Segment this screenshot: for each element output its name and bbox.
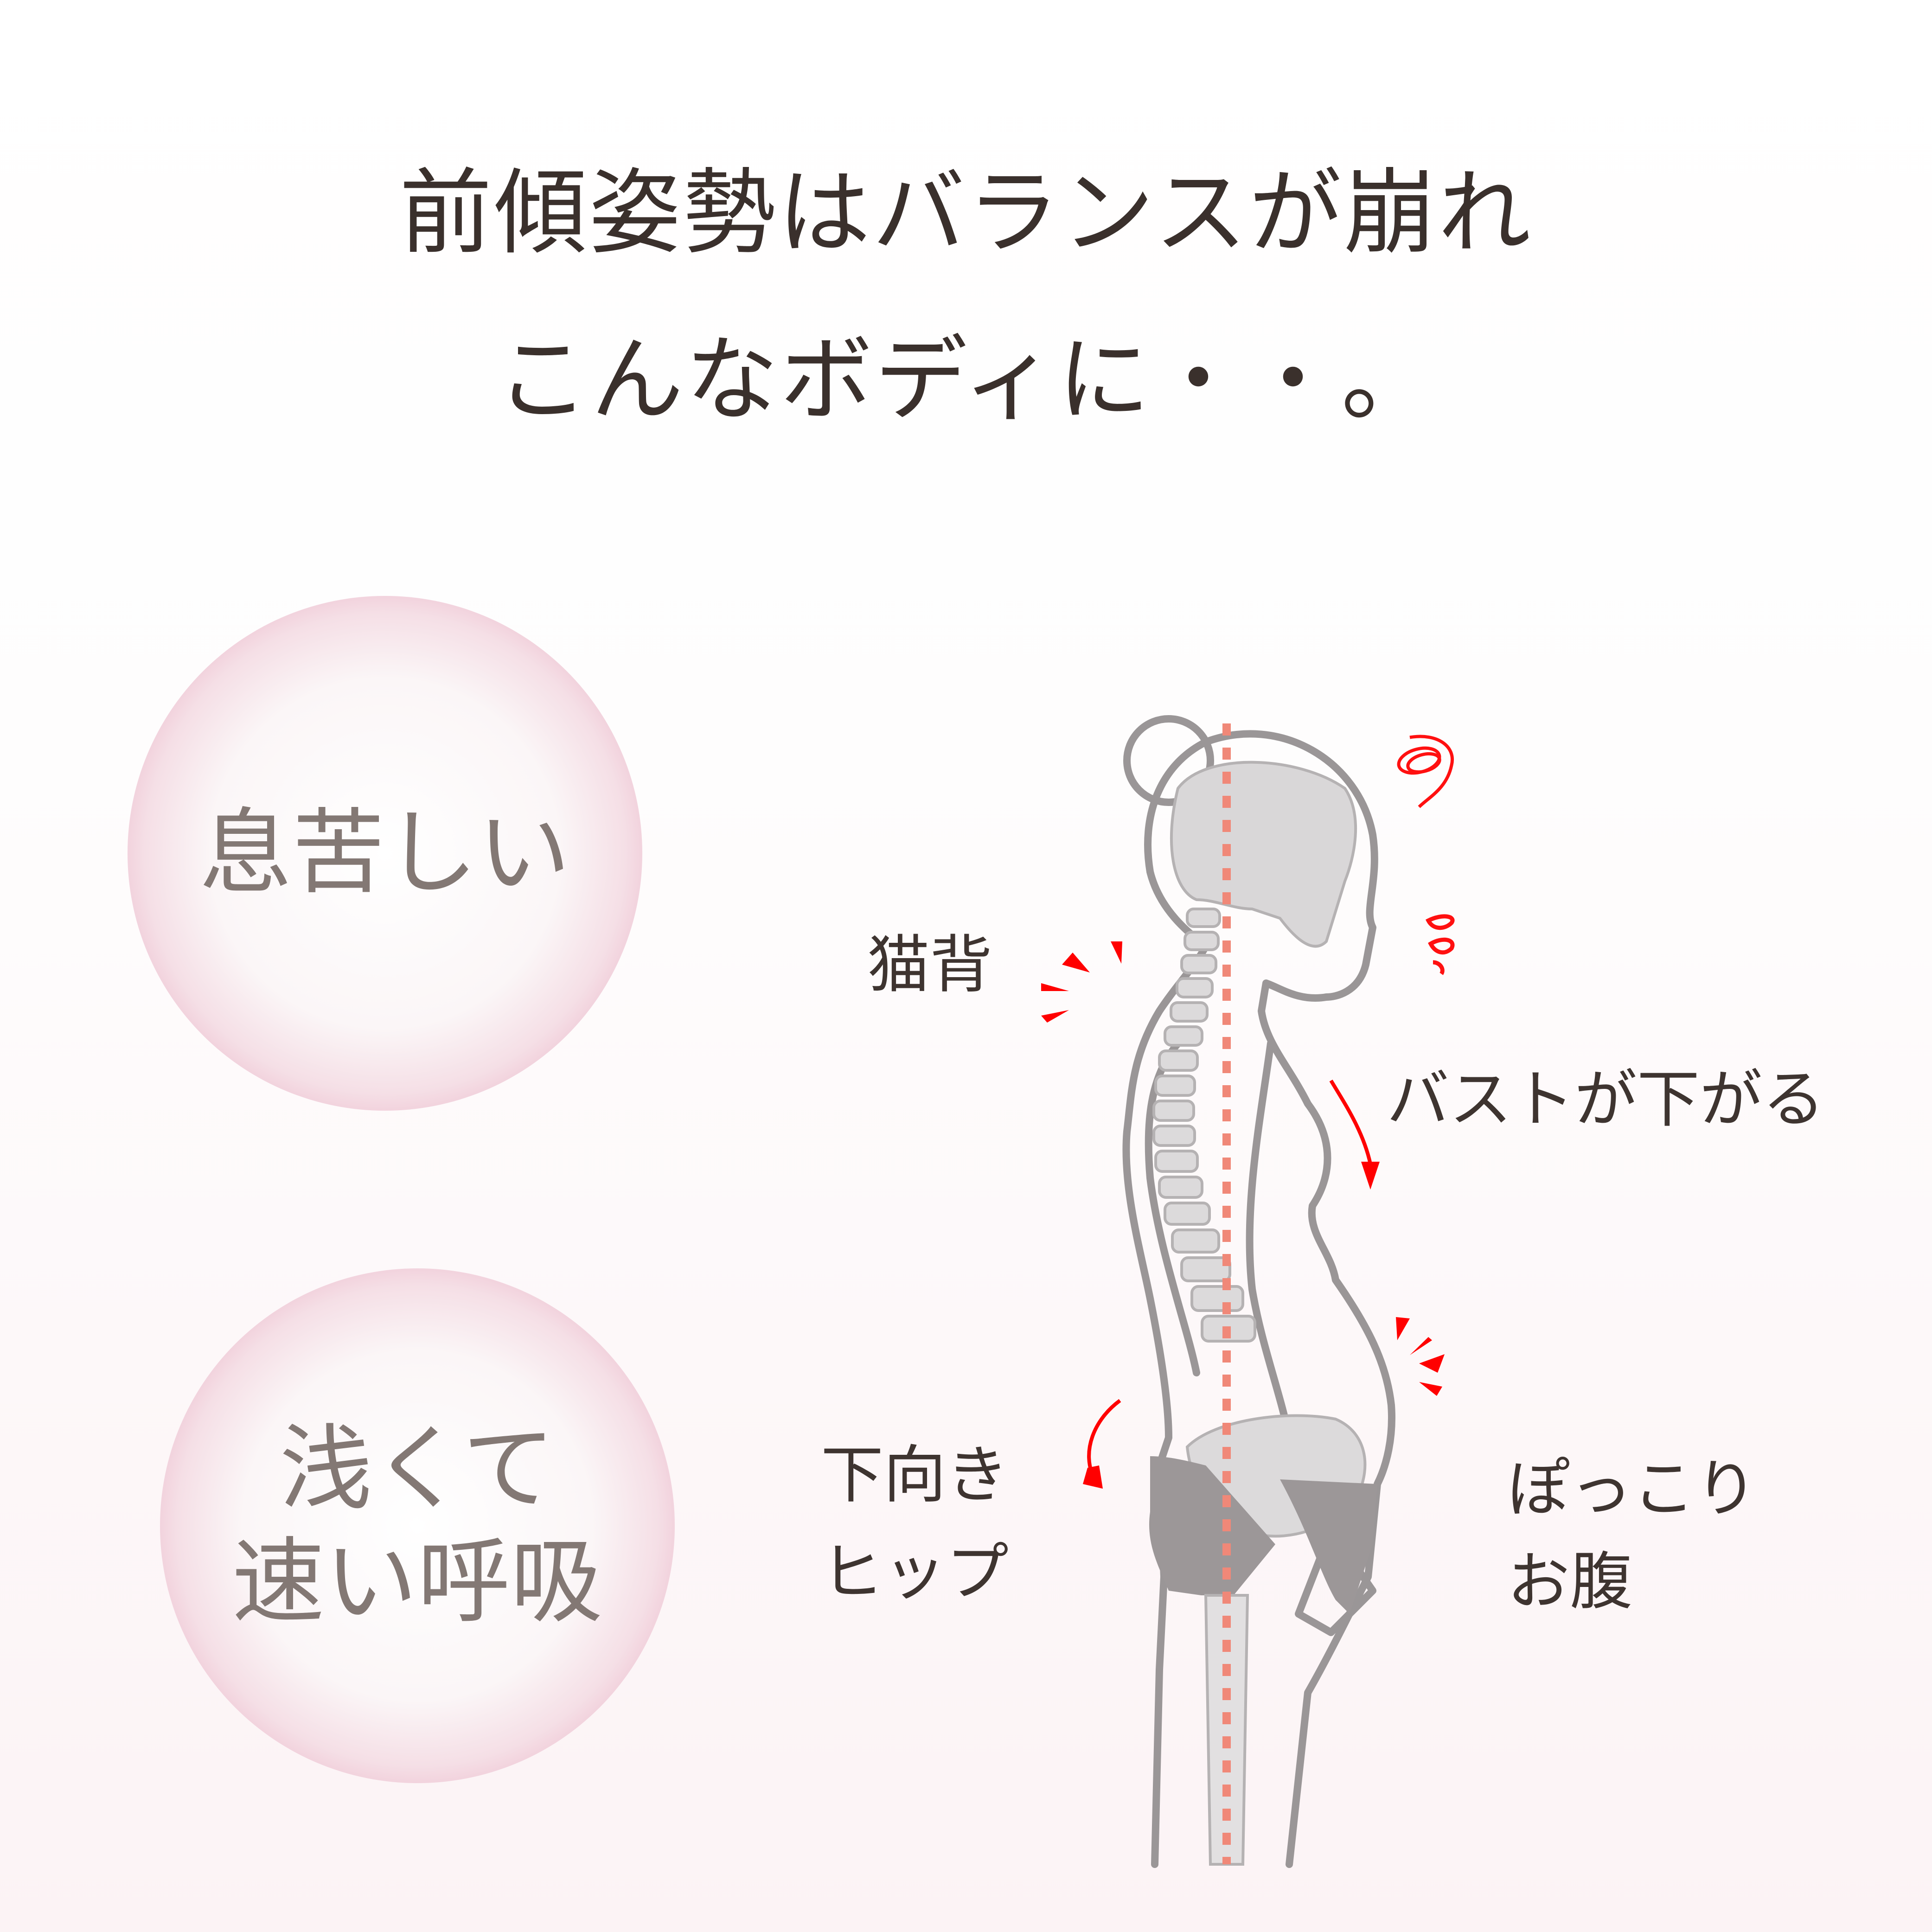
page-title-line-2: こんなボディに・・。 [496,326,1436,434]
underwear-shape [1149,1456,1275,1595]
sweat-drops-icon [1425,914,1455,975]
hair-bun-icon [1123,715,1214,806]
label-belly-line-2: お腹 [1507,1545,1632,1618]
bust-down-arrow-icon [1329,1079,1372,1164]
emphasis-marks-back-icon [1041,941,1122,1023]
symptom-text: 息苦しい [199,799,570,907]
skull-icon [1170,761,1357,948]
label-drooping-hip-line-1: 下向き [821,1439,1009,1511]
emphasis-marks-belly-icon [1396,1317,1445,1396]
label-belly-line-1: ぽっこり [1507,1452,1758,1525]
label-cat-back: 猫背 [867,928,992,1001]
label-drooping-hip-line-2: ヒップ [821,1536,1009,1609]
dizzy-icon [1397,735,1454,808]
page-title-line-1: 前傾姿勢はバランスが崩れ [399,159,1533,267]
symptom-bubble-breathless: 息苦しい [128,596,642,1111]
label-bust-drops: バストが下がる [1387,1063,1825,1136]
symptom-text-line-1: 浅くて [279,1415,555,1523]
spine-icon [1152,908,1256,1343]
symptom-text-line-2: 速い呼吸 [231,1528,603,1636]
symptom-bubble-shallow-breathing: 浅くて 速い呼吸 [160,1268,675,1783]
